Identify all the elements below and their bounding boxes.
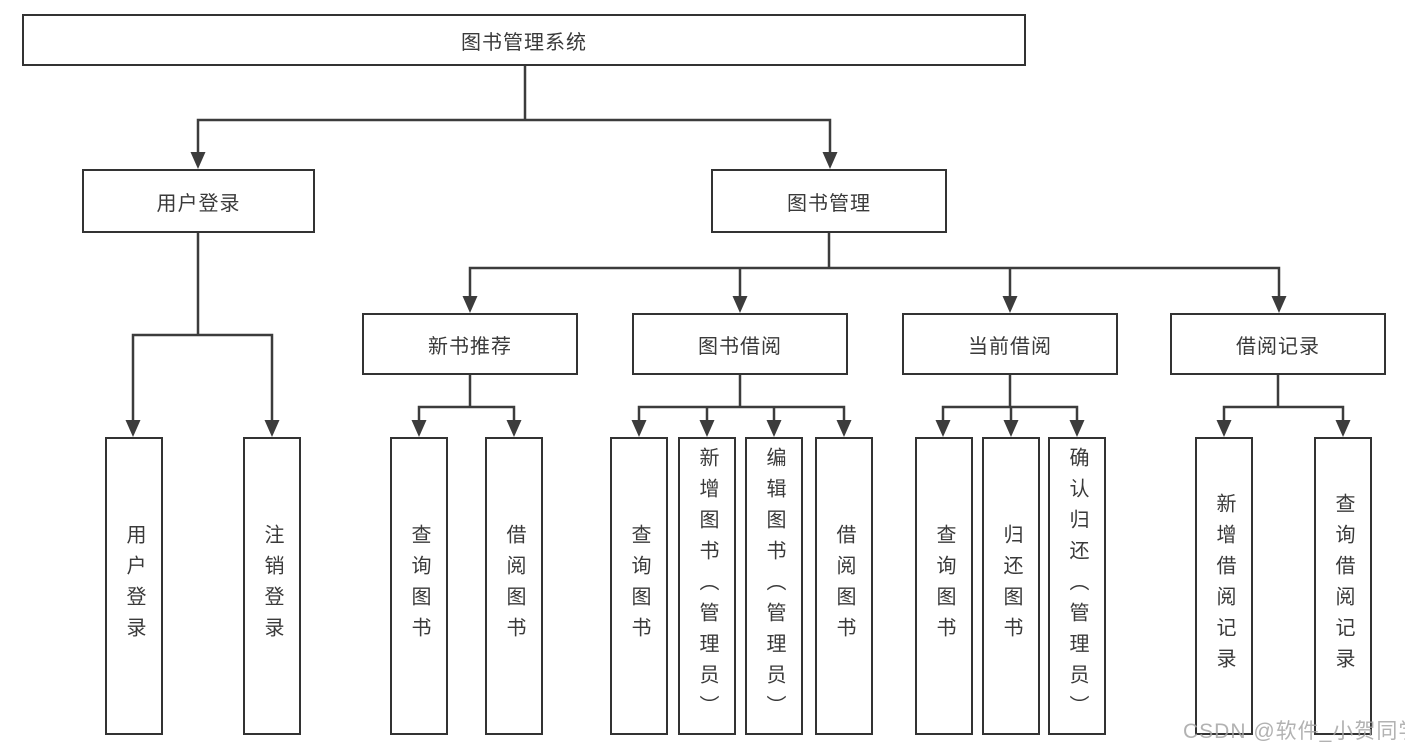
node-user-login-label: 用户登录 — [156, 192, 241, 215]
connector-lines — [131, 64, 1345, 425]
node-book-borrowing-label: 图书借阅 — [698, 335, 782, 358]
leaf-query-books-recommend: 查询图书 — [390, 437, 448, 735]
leaf-add-borrow-record-label: 新增借阅记录 — [1213, 493, 1235, 679]
leaf-query-books-borrowing-label: 查询图书 — [628, 524, 650, 648]
node-new-book-recommend: 新书推荐 — [362, 313, 578, 375]
leaf-add-book-admin: 新增图书（管理员） — [678, 437, 736, 735]
node-borrowing-records-label: 借阅记录 — [1236, 335, 1320, 358]
node-book-management-label: 图书管理 — [787, 192, 871, 215]
leaf-query-books-recommend-label: 查询图书 — [408, 524, 430, 648]
leaf-borrow-books-recommend: 借阅图书 — [485, 437, 543, 735]
node-current-borrowing: 当前借阅 — [902, 313, 1118, 375]
leaf-query-books-current-label: 查询图书 — [933, 524, 955, 648]
leaf-edit-book-admin-label: 编辑图书（管理员） — [763, 446, 785, 726]
leaf-borrow-books-label: 借阅图书 — [833, 524, 855, 648]
node-root: 图书管理系统 — [22, 14, 1026, 66]
watermark: CSDN @软件_小贺同学 — [1183, 720, 1405, 743]
leaf-query-borrow-record: 查询借阅记录 — [1314, 437, 1372, 735]
leaf-logout-label: 注销登录 — [261, 524, 283, 648]
node-new-book-recommend-label: 新书推荐 — [428, 335, 512, 358]
leaf-query-books-borrowing: 查询图书 — [610, 437, 668, 735]
leaf-add-book-admin-label: 新增图书（管理员） — [696, 446, 718, 726]
leaf-logout: 注销登录 — [243, 437, 301, 735]
leaf-query-borrow-record-label: 查询借阅记录 — [1332, 493, 1354, 679]
leaf-return-book: 归还图书 — [982, 437, 1040, 735]
leaf-edit-book-admin: 编辑图书（管理员） — [745, 437, 803, 735]
leaf-borrow-books-recommend-label: 借阅图书 — [503, 524, 525, 648]
leaf-user-login-label: 用户登录 — [123, 524, 145, 648]
leaf-user-login: 用户登录 — [105, 437, 163, 735]
leaf-confirm-return-admin-label: 确认归还（管理员） — [1066, 446, 1088, 726]
node-book-borrowing: 图书借阅 — [632, 313, 848, 375]
node-borrowing-records: 借阅记录 — [1170, 313, 1386, 375]
node-current-borrowing-label: 当前借阅 — [968, 335, 1052, 358]
leaf-query-books-current: 查询图书 — [915, 437, 973, 735]
leaf-confirm-return-admin: 确认归还（管理员） — [1048, 437, 1106, 735]
node-user-login: 用户登录 — [82, 169, 315, 233]
leaf-add-borrow-record: 新增借阅记录 — [1195, 437, 1253, 735]
leaf-borrow-books: 借阅图书 — [815, 437, 873, 735]
node-book-management: 图书管理 — [711, 169, 947, 233]
leaf-return-book-label: 归还图书 — [1000, 524, 1022, 648]
node-root-label: 图书管理系统 — [461, 31, 587, 54]
